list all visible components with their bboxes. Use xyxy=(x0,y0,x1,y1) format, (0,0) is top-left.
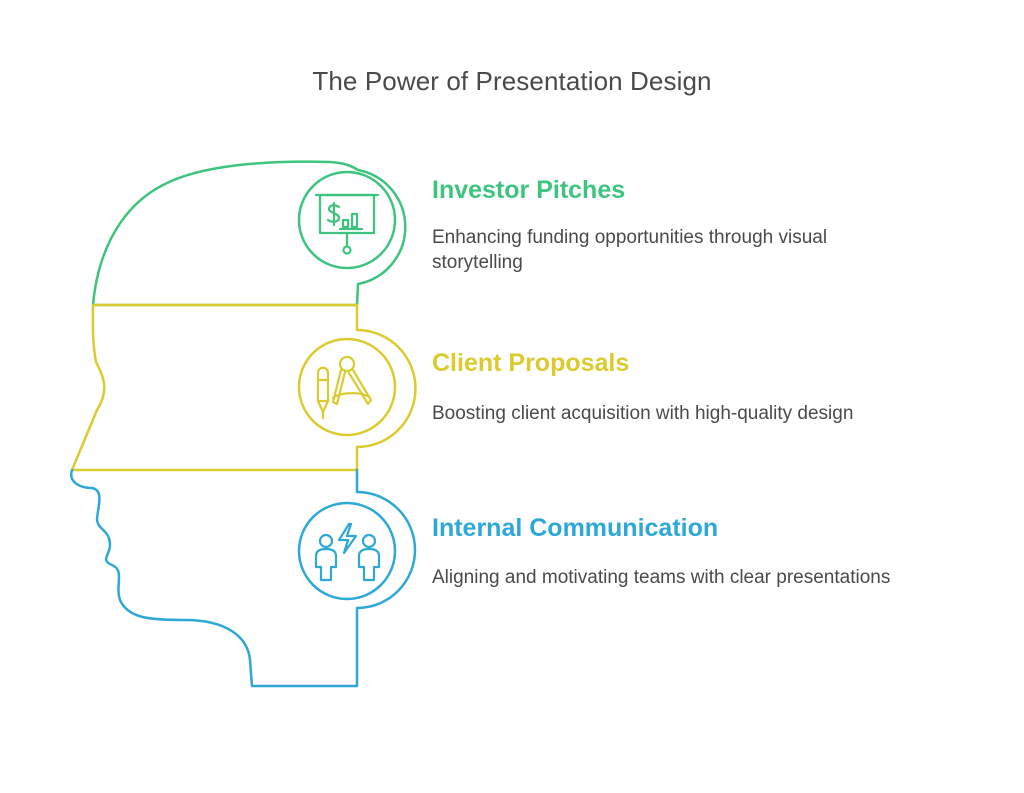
internal-communication-title: Internal Communication xyxy=(432,514,719,542)
investor-pitches-title: Investor Pitches xyxy=(432,176,626,204)
internal-icon-circle xyxy=(297,501,397,601)
head-segment-client xyxy=(70,303,417,472)
people-energy-icon xyxy=(314,522,381,582)
page-title: The Power of Presentation Design xyxy=(312,66,712,96)
investor-pitches-description: Enhancing funding opportunities through … xyxy=(432,227,828,273)
client-proposals-description: Boosting client acquisition with high-qu… xyxy=(432,403,854,424)
client-proposals-title: Client Proposals xyxy=(432,349,630,377)
pen-compass-icon xyxy=(316,355,373,420)
client-icon-circle xyxy=(297,337,397,437)
head-segment-internal xyxy=(69,468,417,688)
head-segment-investor xyxy=(91,160,407,307)
presentation-board-dollar-icon xyxy=(314,193,380,255)
internal-communication-description: Aligning and motivating teams with clear… xyxy=(432,567,891,588)
